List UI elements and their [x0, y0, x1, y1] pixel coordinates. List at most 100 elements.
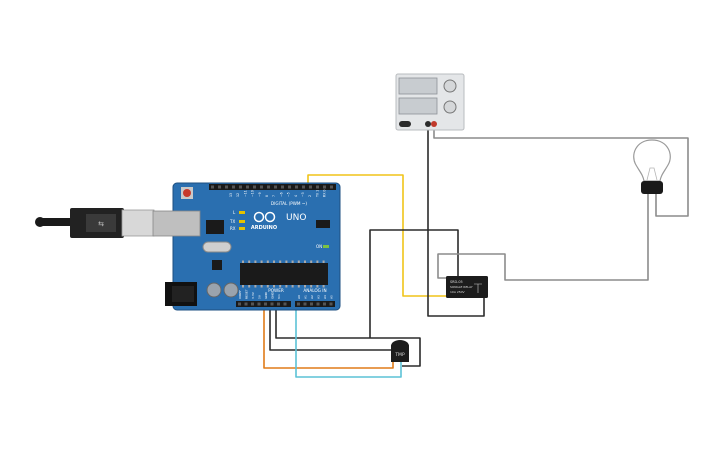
analog-pin-hole[interactable] [303, 302, 307, 306]
wire-cyan-a0[interactable] [295, 303, 402, 378]
relay-line2: SONGLE RELAY [450, 285, 473, 289]
wire-black-gnd-sensor[interactable] [269, 303, 396, 362]
usb-cable[interactable]: ⇆ [35, 208, 155, 238]
terminal-positive[interactable] [431, 121, 437, 127]
digital-pin-hole[interactable] [260, 185, 263, 189]
power-header-label: POWER [268, 288, 284, 293]
digital-pin-label: ~10 [251, 190, 255, 197]
digital-pin-label: 8 [265, 195, 269, 197]
usb-icon: ⇆ [98, 220, 104, 228]
chip-pin [316, 285, 319, 288]
power-pin-hole[interactable] [270, 302, 274, 306]
relay-switch-icon [474, 283, 482, 293]
power-header[interactable] [236, 301, 291, 307]
arduino-logo-icon [253, 211, 276, 223]
power-pin-hole[interactable] [277, 302, 280, 306]
chip-pin [297, 260, 300, 263]
temperature-sensor[interactable]: TMP [391, 340, 409, 362]
analog-pin-hole[interactable] [310, 302, 313, 306]
chip-pin [285, 260, 288, 263]
power-pin-hole[interactable] [244, 302, 248, 306]
wire-gray-supply-bulb[interactable] [433, 125, 689, 217]
current-display [398, 97, 438, 115]
current-knob-icon[interactable] [443, 100, 457, 114]
chip-pin [260, 285, 263, 288]
power-pin-hole[interactable] [283, 302, 287, 306]
model-label: UNO [286, 213, 306, 223]
wire-gray-relay-bulb[interactable] [437, 194, 649, 281]
chip-pin [316, 260, 319, 263]
wires [263, 125, 689, 378]
digital-pin-hole[interactable] [267, 185, 270, 189]
power-pin-hole[interactable] [264, 302, 267, 306]
digital-pin-hole[interactable] [218, 185, 221, 189]
digital-pin-hole[interactable] [274, 185, 277, 189]
analog-header[interactable] [295, 301, 335, 307]
chip-pin [248, 285, 251, 288]
icsp-header [316, 220, 330, 228]
power-pin-label: GND [271, 291, 275, 299]
relay-line1: SRD-05 [450, 280, 463, 284]
digital-pin-hole[interactable] [246, 185, 249, 189]
analog-pin-hole[interactable] [316, 302, 320, 306]
digital-pin-hole[interactable] [302, 185, 305, 189]
led-label-on: ON [316, 244, 322, 249]
filament-icon [646, 167, 658, 181]
digital-pin-label: ~3 [301, 192, 305, 197]
power-supply[interactable] [395, 73, 465, 131]
chip-pin [291, 285, 294, 288]
digital-pin-hole[interactable] [295, 185, 298, 189]
wire-black-gnd-relay[interactable] [275, 303, 421, 367]
chip-pin [273, 285, 275, 288]
power-pin-label: 5V [258, 294, 262, 299]
terminal-negative[interactable] [425, 121, 431, 127]
bulb-base [641, 181, 663, 194]
led-label-l: L [233, 210, 236, 215]
digital-pin-hole[interactable] [288, 185, 291, 189]
chip-pin [322, 260, 325, 263]
analog-pin-hole[interactable] [323, 302, 326, 306]
analog-pin-hole[interactable] [329, 302, 333, 306]
power-pin-label: RESET [245, 289, 249, 299]
power-pin-label: IOREF [238, 290, 242, 299]
digital-pin-hole[interactable] [253, 185, 256, 189]
digital-pin-hole[interactable] [239, 185, 242, 189]
chip-pin [242, 285, 244, 288]
led-label-rx: RX [230, 226, 236, 231]
digital-pin-hole[interactable] [281, 185, 284, 189]
digital-pin-hole[interactable] [225, 185, 228, 189]
digital-pin-label: ~5 [287, 192, 291, 197]
relay[interactable]: SRD-05 SONGLE RELAY 10A 250V [446, 276, 488, 298]
arduino-uno-board[interactable]: L TX RX ON ARDUINO UNO DIGITAL (PWM ~) P… [152, 182, 341, 311]
digital-pin-label: ~9 [258, 192, 262, 197]
wire-black-supply[interactable] [427, 125, 485, 317]
power-switch[interactable] [399, 121, 411, 127]
led-on [323, 245, 329, 248]
wire-orange-5v[interactable] [263, 303, 394, 369]
digital-pin-hole[interactable] [232, 185, 235, 189]
analog-pin-hole[interactable] [297, 302, 300, 306]
wire-black-loop[interactable] [369, 229, 459, 338]
digital-pin-label: 4 [294, 195, 298, 197]
wire-yellow-signal[interactable] [307, 174, 448, 297]
voltage-knob-icon[interactable] [443, 79, 457, 93]
digital-pin-hole[interactable] [330, 185, 333, 189]
digital-pin-label: ~6 [279, 192, 283, 197]
power-pin-hole[interactable] [251, 302, 254, 306]
digital-header[interactable] [209, 184, 336, 190]
digital-pin-hole[interactable] [309, 185, 312, 189]
chip-pin [310, 285, 313, 288]
led-label-tx: TX [229, 219, 235, 224]
power-pin-hole[interactable] [238, 302, 241, 306]
digital-pin-label: TX 1 [315, 190, 319, 198]
usb-jack [152, 210, 201, 237]
chip-pin [304, 260, 306, 263]
digital-pin-hole[interactable] [316, 185, 319, 189]
light-bulb[interactable] [633, 139, 671, 194]
digital-pin-label: 12 [236, 193, 240, 197]
atmega-chip [240, 263, 328, 285]
digital-pin-hole[interactable] [211, 185, 214, 189]
power-pin-hole[interactable] [257, 302, 261, 306]
digital-pin-hole[interactable] [323, 185, 326, 189]
